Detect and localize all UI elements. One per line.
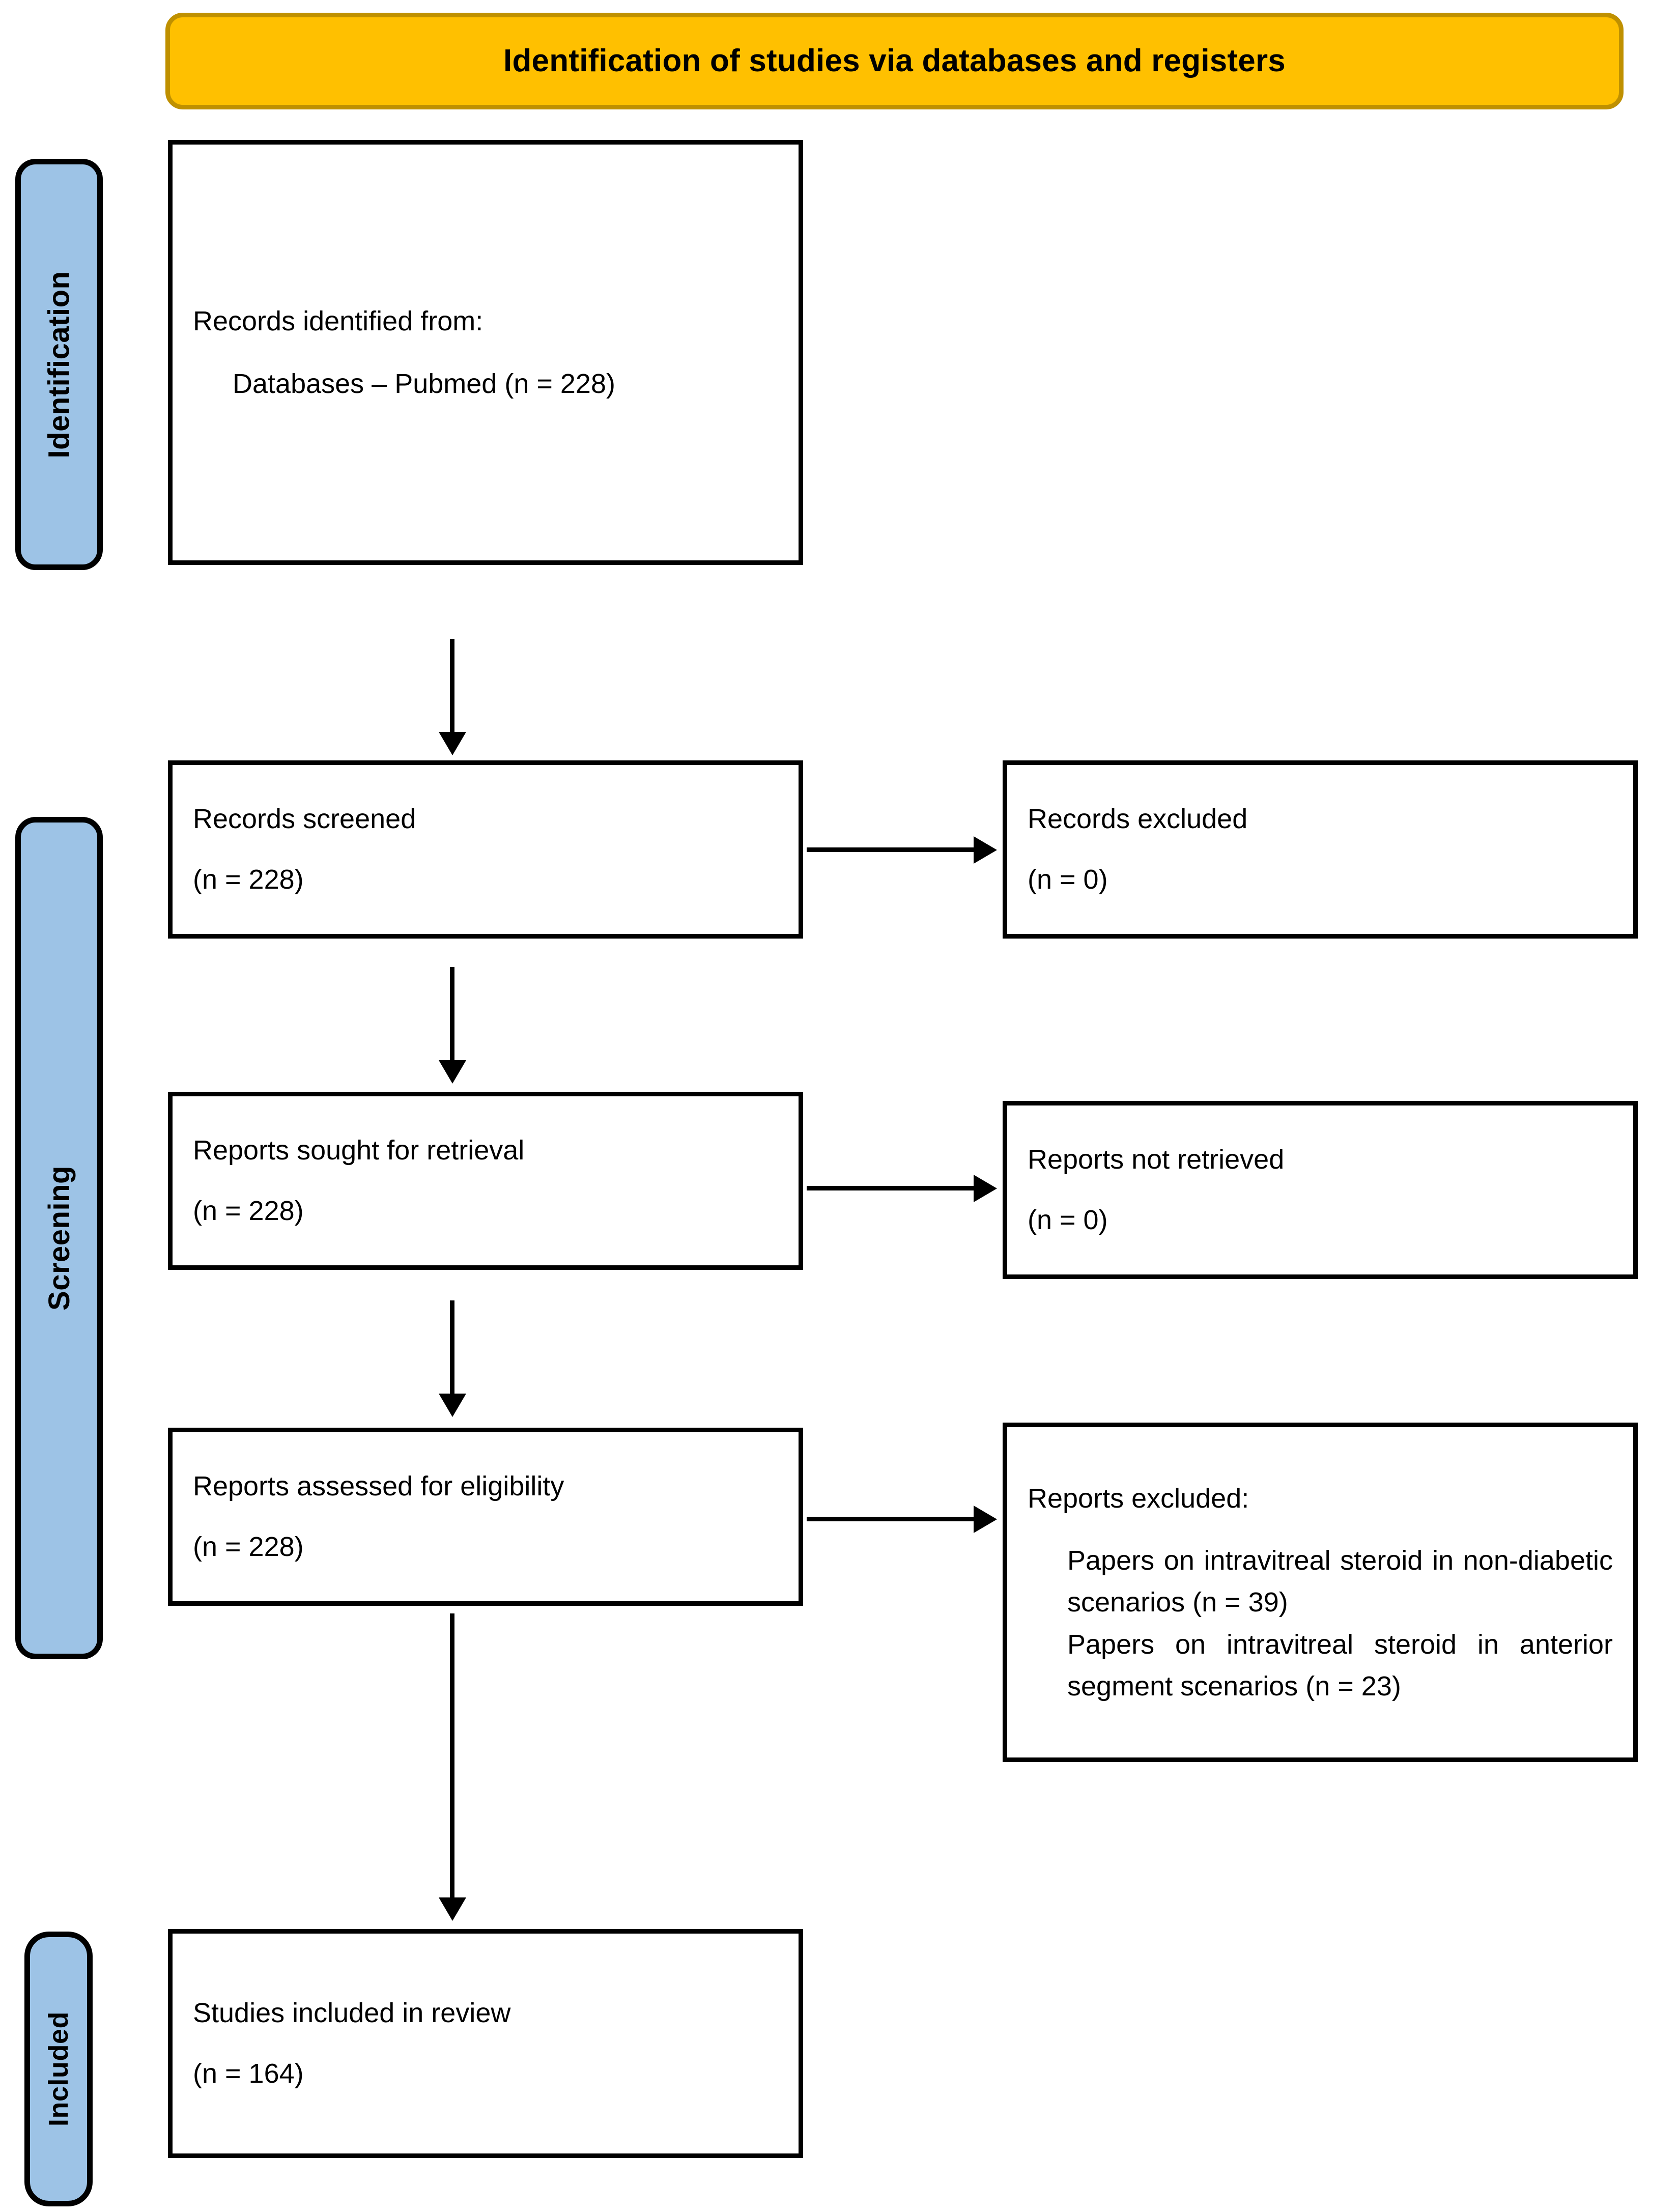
records-identified-source: Databases – Pubmed (n = 228) bbox=[233, 368, 615, 399]
box-reports-sought-for-retrieval: Reports sought for retrieval (n = 228) bbox=[168, 1092, 803, 1270]
studies-included-label: Studies included in review bbox=[193, 1998, 511, 2029]
diagram-header-banner: Identification of studies via databases … bbox=[165, 13, 1624, 109]
arrow-right-sought-to-not-retrieved bbox=[807, 1186, 975, 1190]
records-identified-heading: Records identified from: bbox=[193, 306, 483, 337]
studies-included-count: (n = 164) bbox=[193, 2058, 304, 2089]
records-excluded-label: Records excluded bbox=[1028, 804, 1248, 835]
arrow-right-screened-to-excluded bbox=[807, 847, 975, 852]
box-reports-assessed-for-eligibility: Reports assessed for eligibility (n = 22… bbox=[168, 1428, 803, 1606]
box-records-screened: Records screened (n = 228) bbox=[168, 760, 803, 939]
reports-excluded-heading: Reports excluded: bbox=[1028, 1483, 1249, 1514]
records-excluded-count: (n = 0) bbox=[1028, 864, 1108, 895]
arrow-down-identified-to-screened bbox=[450, 639, 454, 733]
stage-label-screening: Screening bbox=[42, 1166, 76, 1311]
box-studies-included-in-review: Studies included in review (n = 164) bbox=[168, 1929, 803, 2158]
stage-bar-screening: Screening bbox=[15, 817, 103, 1659]
reports-not-retrieved-label: Reports not retrieved bbox=[1028, 1144, 1285, 1175]
stage-bar-identification: Identification bbox=[15, 159, 103, 570]
box-reports-not-retrieved: Reports not retrieved (n = 0) bbox=[1003, 1101, 1638, 1279]
reports-excluded-reason-2: Papers on intravitreal steroid in anteri… bbox=[1067, 1629, 1613, 1701]
diagram-header-title: Identification of studies via databases … bbox=[503, 43, 1286, 78]
reports-sought-count: (n = 228) bbox=[193, 1196, 304, 1226]
records-screened-label: Records screened bbox=[193, 804, 416, 835]
box-records-identified: Records identified from: Databases – Pub… bbox=[168, 140, 803, 565]
reports-excluded-reason-1: Papers on intravitreal steroid in non-di… bbox=[1067, 1545, 1613, 1618]
box-reports-excluded: Reports excluded: Papers on intravitreal… bbox=[1003, 1423, 1638, 1762]
stage-label-included: Included bbox=[43, 2011, 74, 2127]
stage-bar-included: Included bbox=[24, 1932, 93, 2206]
arrow-right-assessed-to-excluded bbox=[807, 1517, 975, 1521]
reports-assessed-label: Reports assessed for eligibility bbox=[193, 1471, 564, 1502]
reports-assessed-count: (n = 228) bbox=[193, 1532, 304, 1562]
arrow-down-screened-to-sought bbox=[450, 967, 454, 1061]
arrow-down-assessed-to-included bbox=[450, 1613, 454, 1898]
stage-label-identification: Identification bbox=[42, 271, 76, 458]
records-screened-count: (n = 228) bbox=[193, 864, 304, 895]
reports-sought-label: Reports sought for retrieval bbox=[193, 1135, 525, 1166]
arrow-down-sought-to-assessed bbox=[450, 1300, 454, 1395]
box-records-excluded: Records excluded (n = 0) bbox=[1003, 760, 1638, 939]
reports-not-retrieved-count: (n = 0) bbox=[1028, 1205, 1108, 1235]
